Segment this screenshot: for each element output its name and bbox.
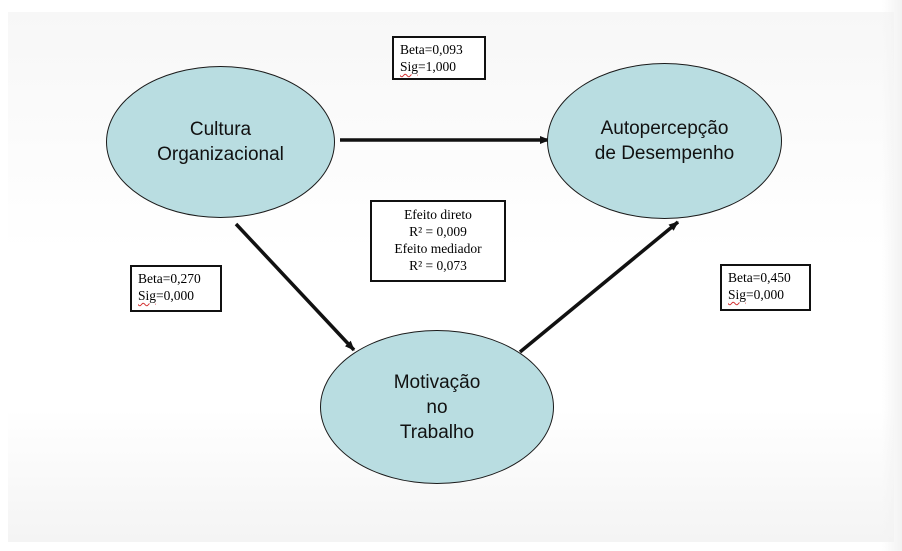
sig-value: =0,000 bbox=[746, 287, 785, 302]
node-cultura-organizacional: Cultura Organizacional bbox=[106, 66, 335, 218]
beta-value: Beta=0,093 bbox=[400, 42, 463, 57]
direct-effect-r2: R² = 0,009 bbox=[409, 224, 467, 239]
beta-value: Beta=0,450 bbox=[728, 270, 791, 285]
arrow-motivacao-to-autopercepcao bbox=[518, 220, 680, 354]
node-cultura-label: Cultura Organizacional bbox=[157, 119, 284, 165]
sig-label: Sig bbox=[728, 287, 747, 302]
sig-label: Sig bbox=[138, 288, 157, 303]
node-autopercepcao-desempenho: Autopercepção de Desempenho bbox=[547, 63, 782, 219]
direct-effect-label: Efeito direto bbox=[404, 207, 472, 222]
arrow-cultura-to-motivacao bbox=[234, 222, 356, 352]
sig-line: Sig=0,000 bbox=[138, 287, 214, 304]
node-autopercepcao-label: Autopercepção de Desempenho bbox=[594, 118, 735, 164]
effects-summary-box: Efeito direto R² = 0,009 Efeito mediador… bbox=[370, 200, 506, 282]
node-motivacao-trabalho: Motivação no Trabalho bbox=[320, 330, 554, 484]
path-stats-cultura-motivacao: Beta=0,270 Sig=0,000 bbox=[130, 265, 222, 312]
sig-value: =0,000 bbox=[156, 288, 195, 303]
sig-line: Sig=0,000 bbox=[728, 286, 803, 303]
mediator-effect-r2: R² = 0,073 bbox=[409, 258, 467, 273]
beta-value: Beta=0,270 bbox=[138, 271, 201, 286]
node-motivacao-label: Motivação no Trabalho bbox=[393, 371, 481, 443]
sig-label: Sig bbox=[400, 59, 419, 74]
sig-line: Sig=1,000 bbox=[400, 58, 478, 75]
edge-shadow bbox=[882, 0, 902, 551]
path-stats-motivacao-autopercepcao: Beta=0,450 Sig=0,000 bbox=[720, 264, 811, 311]
sig-value: =1,000 bbox=[418, 59, 457, 74]
mediator-effect-label: Efeito mediador bbox=[394, 241, 482, 256]
path-stats-cultura-autopercepcao: Beta=0,093 Sig=1,000 bbox=[392, 36, 486, 80]
